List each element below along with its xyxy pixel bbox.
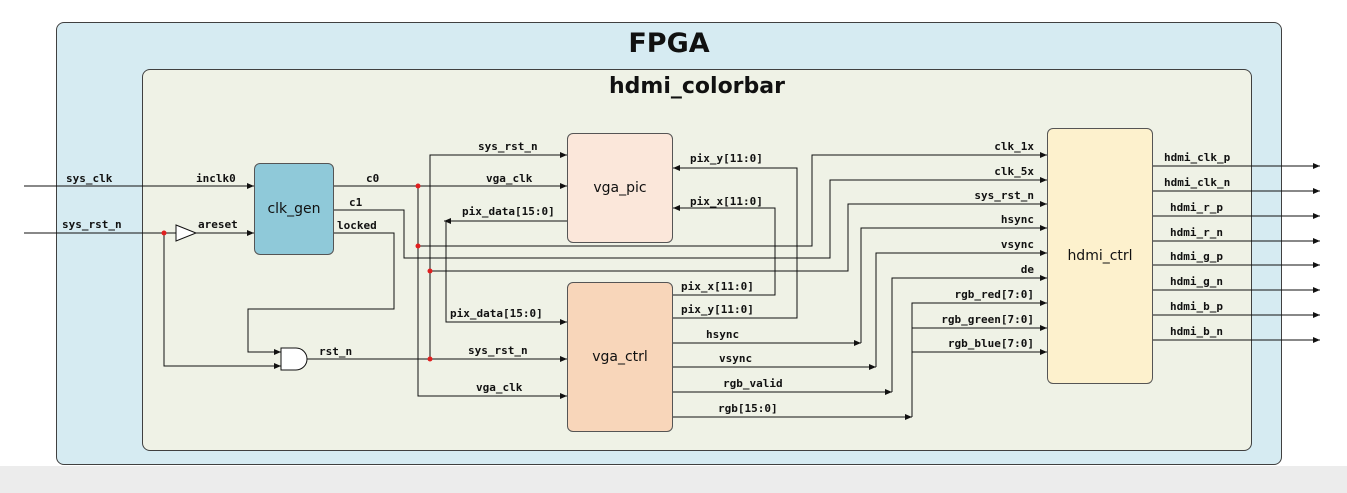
label-vga-pic-pix-data: pix_data[15:0]	[462, 205, 555, 218]
label-sys-clk: sys_clk	[66, 172, 113, 185]
label-hdmi-in-clk-5x: clk_5x	[994, 165, 1034, 178]
label-vga-ctrl-rgb-valid: rgb_valid	[723, 377, 783, 390]
and-gate	[280, 347, 308, 371]
label-hdmi-r-p: hdmi_r_p	[1170, 201, 1223, 214]
junction-dots	[161, 183, 433, 362]
buffer-gate	[175, 224, 198, 242]
label-vga-pic-sys-rst-n: sys_rst_n	[478, 140, 538, 153]
label-vga-ctrl-rgb: rgb[15:0]	[718, 402, 778, 415]
label-hdmi-g-n: hdmi_g_n	[1170, 275, 1223, 288]
label-vga-ctrl-sys-rst-n: sys_rst_n	[468, 344, 528, 357]
hdmi-colorbar-title: hdmi_colorbar	[609, 74, 785, 99]
label-c1: c1	[349, 196, 363, 209]
label-vga-pic-vga-clk: vga_clk	[486, 172, 533, 185]
wire-pix-y	[673, 165, 798, 319]
wire-rst-to-hdmi	[430, 201, 1047, 272]
label-hdmi-in-vsync: vsync	[1000, 238, 1034, 251]
fpga-title: FPGA	[628, 28, 710, 59]
label-hdmi-clk-n: hdmi_clk_n	[1164, 176, 1231, 189]
bottom-band	[0, 466, 1347, 493]
label-vga-ctrl-hsync: hsync	[706, 328, 740, 341]
wire-rgb-red	[911, 300, 1047, 417]
label-vga-ctrl-pix-y: pix_y[11:0]	[681, 303, 754, 316]
label-hdmi-b-n: hdmi_b_n	[1170, 325, 1223, 338]
label-hdmi-g-p: hdmi_g_p	[1170, 250, 1223, 263]
label-locked: locked	[337, 219, 377, 232]
label-sys-rst-n: sys_rst_n	[62, 218, 122, 231]
label-hdmi-in-sys-rst-n: sys_rst_n	[974, 189, 1034, 202]
label-vga-ctrl-pix-x: pix_x[11:0]	[681, 280, 754, 293]
label-hdmi-in-rgb-green: rgb_green[7:0]	[941, 313, 1034, 326]
label-areset: areset	[198, 218, 238, 231]
label-rst-n: rst_n	[319, 345, 353, 358]
label-vga-ctrl-vsync: vsync	[719, 352, 753, 365]
label-inclk0: inclk0	[196, 172, 236, 185]
wire-de-in	[891, 275, 1047, 392]
wire-vsync-in	[875, 250, 1047, 367]
wire-pix-data-in	[445, 221, 567, 325]
label-hdmi-in-hsync: hsync	[1000, 213, 1034, 226]
label-vga-pic-pix-y: pix_y[11:0]	[690, 152, 763, 165]
wire-c1	[334, 177, 1047, 259]
vga-ctrl-module: vga_ctrl	[567, 282, 673, 432]
label-hdmi-in-de: de	[1020, 263, 1034, 276]
label-vga-pic-pix-x: pix_x[11:0]	[690, 195, 763, 208]
label-hdmi-in-rgb-red: rgb_red[7:0]	[954, 288, 1034, 301]
label-hdmi-b-p: hdmi_b_p	[1170, 300, 1223, 313]
wire-hsync-in	[860, 225, 1047, 343]
label-hdmi-clk-p: hdmi_clk_p	[1164, 151, 1231, 164]
label-hdmi-in-clk-1x: clk_1x	[994, 140, 1034, 153]
wire-locked-to-and	[247, 232, 395, 355]
wire-clk-1x	[418, 152, 1047, 247]
vga-pic-module: vga_pic	[567, 133, 673, 243]
label-hdmi-r-n: hdmi_r_n	[1170, 226, 1223, 239]
wire-rst-to-and	[163, 233, 281, 369]
label-vga-ctrl-pix-data: pix_data[15:0]	[450, 307, 543, 320]
label-hdmi-in-rgb-blue: rgb_blue[7:0]	[947, 337, 1034, 350]
label-vga-ctrl-vga-clk: vga_clk	[476, 381, 523, 394]
wire-c0-to-vga-ctrl	[417, 186, 567, 399]
clk-gen-module: clk_gen	[254, 163, 334, 255]
wire-pix-x	[673, 205, 776, 296]
hdmi-ctrl-module: hdmi_ctrl	[1047, 128, 1153, 384]
wire-rst-to-vga-pic	[429, 152, 567, 359]
label-c0: c0	[366, 172, 380, 185]
